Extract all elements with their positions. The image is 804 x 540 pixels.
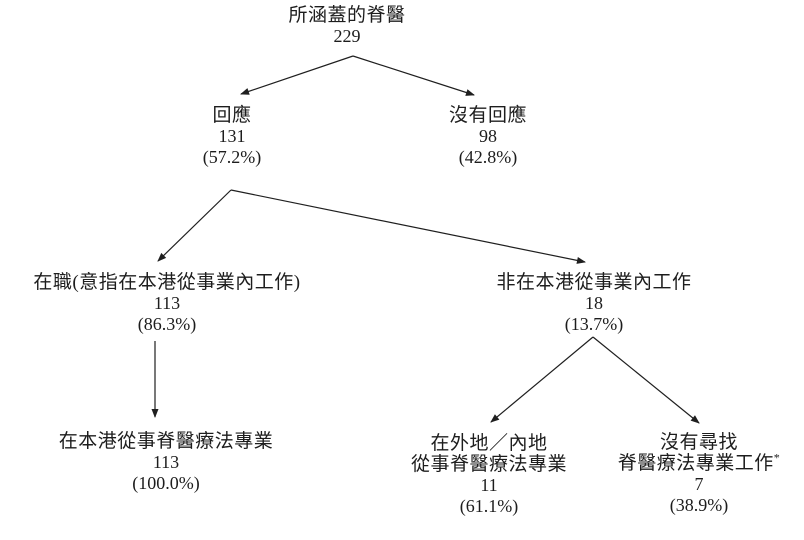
node-count: 113 [152, 452, 180, 472]
node-no-response: 沒有回應 98 (42.8%) [449, 105, 527, 168]
footnote-asterisk: * [773, 450, 781, 465]
node-count: 7 [694, 474, 704, 494]
node-label: 回應 [212, 105, 252, 126]
node-responded: 回應 131 (57.2%) [203, 105, 261, 168]
node-label: 沒有回應 [448, 105, 528, 126]
arrow-responded-to-working [157, 189, 232, 262]
node-count: 98 [478, 126, 497, 146]
node-abroad-chiropractic: 在外地／內地 從事脊醫療法專業 11 (61.1%) [411, 433, 567, 517]
node-not-seeking-work: 沒有尋找 脊醫療法專業工作* 7 (38.9%) [618, 432, 781, 516]
node-label-line1: 在外地／內地 [430, 433, 548, 454]
node-covered-total: 所涵蓋的脊醫 229 [288, 5, 405, 47]
node-working-in-hk: 在職(意指在本港從事業內工作) 113 (86.3%) [33, 272, 300, 335]
node-percent: (100.0%) [132, 473, 200, 493]
arrow-responded-to-not-working [230, 189, 586, 264]
node-label: 在職(意指在本港從事業內工作) [33, 272, 301, 293]
node-label: 非在本港從事業內工作 [496, 272, 692, 293]
arrow-covered-to-no-response [352, 55, 475, 96]
node-count: 18 [584, 293, 603, 313]
node-label: 在本港從事脊醫療法專業 [58, 431, 274, 452]
node-label-line1: 沒有尋找 [659, 432, 739, 453]
arrow-covered-to-responded [240, 55, 354, 95]
node-hk-chiropractic: 在本港從事脊醫療法專業 113 (100.0%) [59, 431, 274, 494]
node-count: 131 [218, 126, 246, 146]
node-percent: (42.8%) [458, 147, 518, 167]
node-count: 229 [333, 26, 361, 46]
node-percent: (13.7%) [564, 314, 624, 334]
node-percent: (38.9%) [669, 495, 729, 515]
node-label-line2: 從事脊醫療法專業 [410, 454, 568, 475]
node-label: 所涵蓋的脊醫 [288, 5, 406, 26]
node-not-working-in-hk: 非在本港從事業內工作 18 (13.7%) [496, 272, 691, 335]
node-percent: (57.2%) [202, 147, 262, 167]
node-count: 11 [480, 475, 498, 495]
arrow-notworking-to-abroad [490, 336, 594, 423]
node-count: 113 [153, 293, 181, 313]
node-label-line2: 脊醫療法專業工作* [617, 450, 781, 474]
arrow-notworking-to-notseeking [592, 336, 700, 424]
node-label-text: 脊醫療法專業工作 [617, 453, 774, 474]
node-percent: (61.1%) [459, 496, 519, 516]
node-percent: (86.3%) [137, 314, 197, 334]
